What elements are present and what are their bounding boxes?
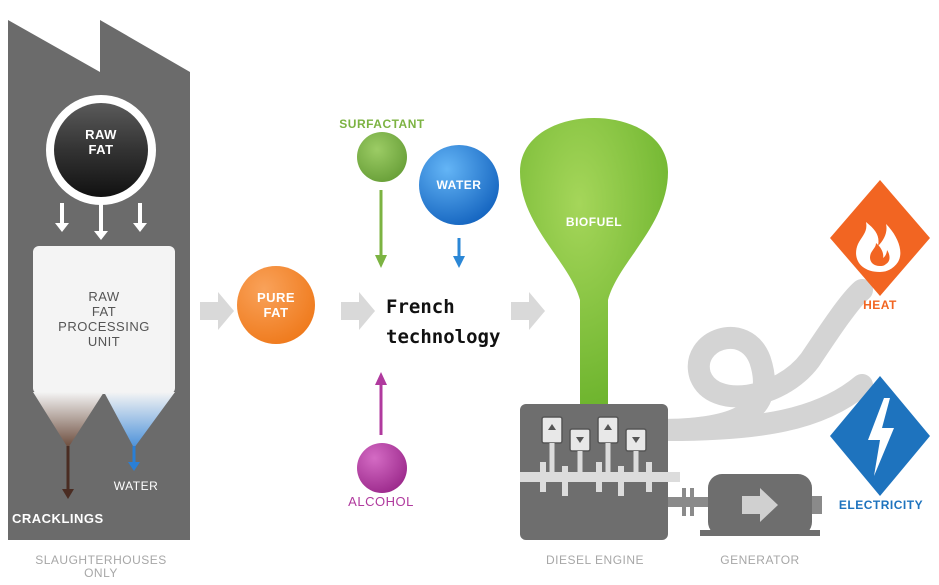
cracklings-label: CRACKLINGS: [12, 511, 104, 526]
alcohol-arrow: [379, 383, 383, 435]
technology-line-2: technology: [386, 326, 501, 348]
generator-label: GENERATOR: [720, 553, 800, 567]
processing-unit-label: RAW FAT PROCESSING UNIT: [40, 289, 168, 349]
cracklings-outlet: [66, 446, 70, 492]
lightning-icon: [868, 398, 894, 476]
caption-line: SLAUGHTERHOUSES: [35, 553, 167, 567]
unit-line: RAW: [88, 289, 120, 304]
exhaust-tube: [649, 279, 873, 441]
raw-fat-tank: [54, 103, 148, 197]
pure-fat-label: PURE FAT: [246, 290, 306, 320]
raw-fat-line: FAT: [88, 142, 114, 157]
pure-fat-line: FAT: [263, 305, 289, 320]
surfactant-ball: [357, 132, 407, 182]
biofuel-label: BIOFUEL: [565, 215, 623, 229]
pure-fat-line: PURE: [256, 290, 296, 305]
technology-line-1: French: [386, 296, 455, 318]
water-ball: [419, 145, 499, 225]
electricity-label: ELECTRICITY: [838, 498, 924, 512]
caption-line: ONLY: [84, 566, 118, 580]
processing-unit: [33, 246, 175, 394]
electricity-diamond: [830, 376, 930, 496]
heat-diamond: [830, 180, 930, 296]
alcohol-ball: [357, 443, 407, 493]
water-outlet: [132, 446, 136, 464]
raw-fat-line: RAW: [85, 127, 117, 142]
diesel-engine: [520, 404, 680, 540]
pure-fat-ball: [237, 266, 315, 344]
cracklings-funnel: [33, 392, 104, 448]
water-output-label: WATER: [113, 479, 159, 493]
biofuel-balloon: [520, 118, 668, 404]
unit-line: PROCESSING: [58, 319, 150, 334]
surfactant-label: SURFACTANT: [339, 117, 425, 131]
water-funnel: [104, 392, 175, 448]
raw-fat-label: RAW FAT: [61, 127, 141, 157]
alcohol-label: ALCOHOL: [348, 494, 414, 509]
tank-outlet-arrows: [55, 203, 147, 240]
flow-arrows: [200, 292, 545, 330]
diesel-engine-label: DIESEL ENGINE: [545, 553, 645, 567]
drive-shaft: [668, 488, 708, 516]
water-arrow: [457, 238, 461, 258]
water-ball-label: WATER: [436, 178, 482, 192]
generator-arrow-icon: [742, 488, 778, 522]
factory-building: [8, 20, 190, 540]
generator: [700, 474, 822, 536]
heat-label: HEAT: [863, 298, 897, 312]
unit-line: UNIT: [87, 334, 121, 349]
slaughterhouses-caption: SLAUGHTERHOUSES ONLY: [8, 554, 194, 580]
surfactant-arrow: [379, 190, 383, 257]
unit-line: FAT: [91, 304, 117, 319]
